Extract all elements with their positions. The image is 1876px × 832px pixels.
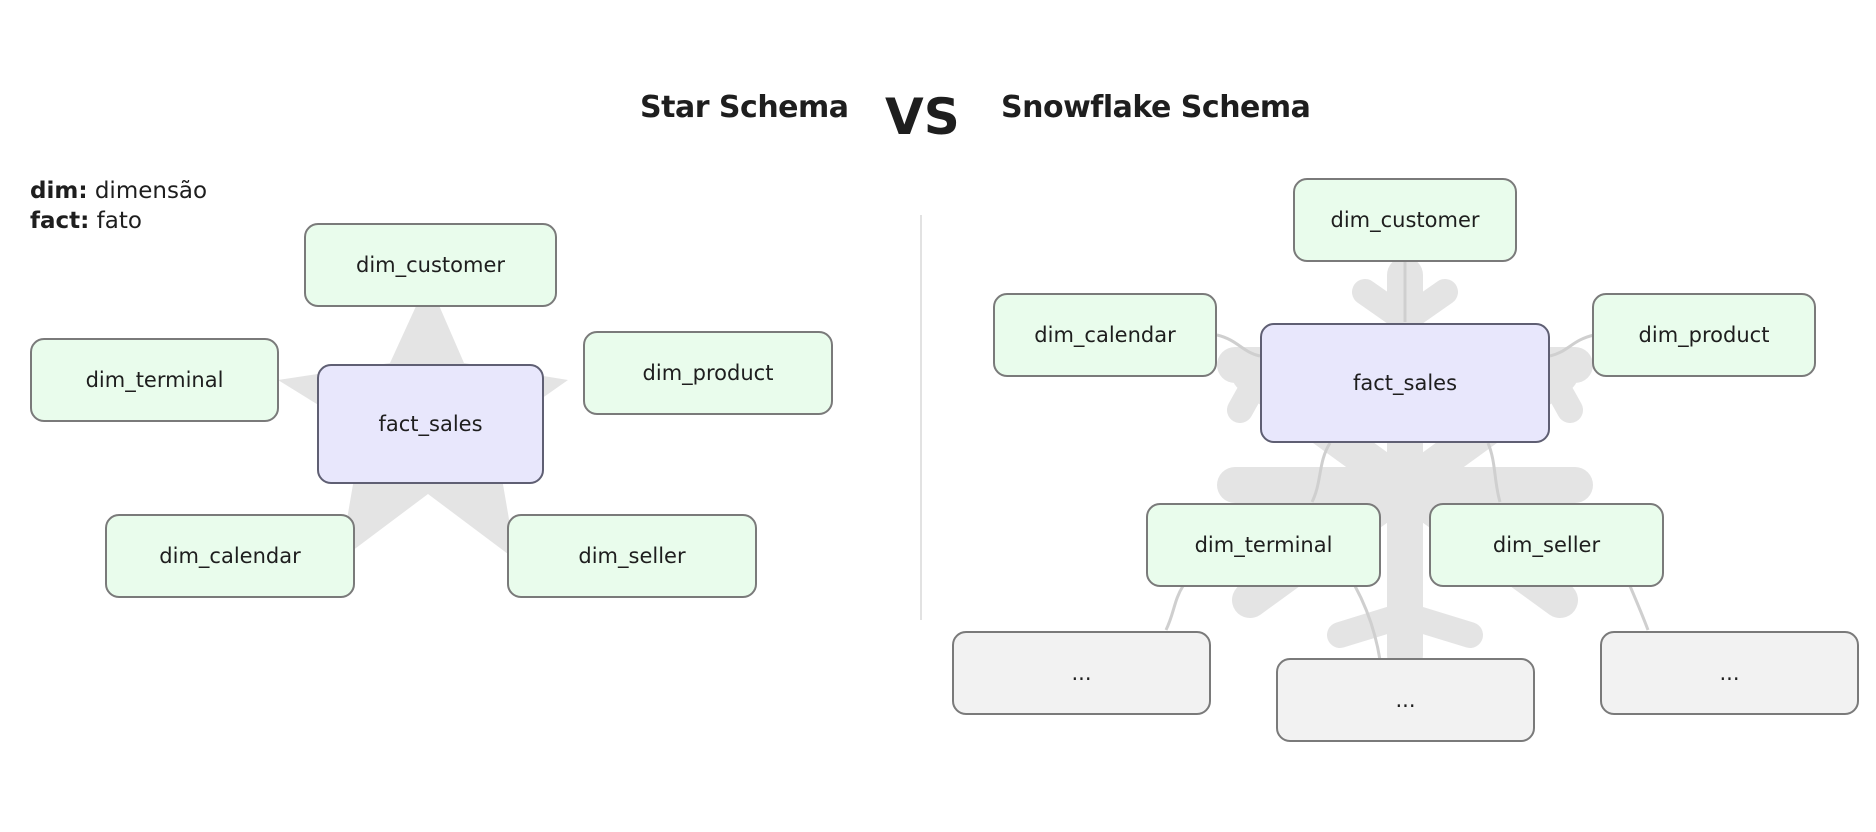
legend-dim: dim: dimensão — [30, 176, 207, 206]
snowflake-dim-terminal: dim_terminal — [1146, 503, 1381, 587]
star-dim-customer: dim_customer — [304, 223, 557, 307]
star-dim-seller: dim_seller — [507, 514, 757, 598]
star-schema-title: Star Schema — [640, 90, 849, 125]
snowflake-fact-sales: fact_sales — [1260, 323, 1550, 443]
star-fact-sales: fact_sales — [317, 364, 544, 484]
snowflake-subdim-2: ... — [1276, 658, 1535, 742]
legend-fact-key: fact: — [30, 208, 90, 234]
vs-label: VS — [885, 88, 960, 146]
snowflake-dim-product: dim_product — [1592, 293, 1816, 377]
star-dim-terminal: dim_terminal — [30, 338, 279, 422]
legend-fact: fact: fato — [30, 206, 207, 236]
snowflake-schema-title: Snowflake Schema — [1001, 90, 1311, 125]
snowflake-dim-seller: dim_seller — [1429, 503, 1664, 587]
snowflake-subdim-1: ... — [952, 631, 1211, 715]
legend-dim-key: dim: — [30, 178, 88, 204]
star-dim-product: dim_product — [583, 331, 833, 415]
snowflake-dim-calendar: dim_calendar — [993, 293, 1217, 377]
star-dim-calendar: dim_calendar — [105, 514, 355, 598]
snowflake-connectors — [1164, 260, 1650, 661]
snowflake-dim-customer: dim_customer — [1293, 178, 1517, 262]
legend: dim: dimensão fact: fato — [30, 176, 207, 236]
legend-fact-value: fato — [96, 208, 142, 234]
snowflake-subdim-3: ... — [1600, 631, 1859, 715]
legend-dim-value: dimensão — [94, 178, 208, 204]
section-divider — [920, 215, 922, 620]
